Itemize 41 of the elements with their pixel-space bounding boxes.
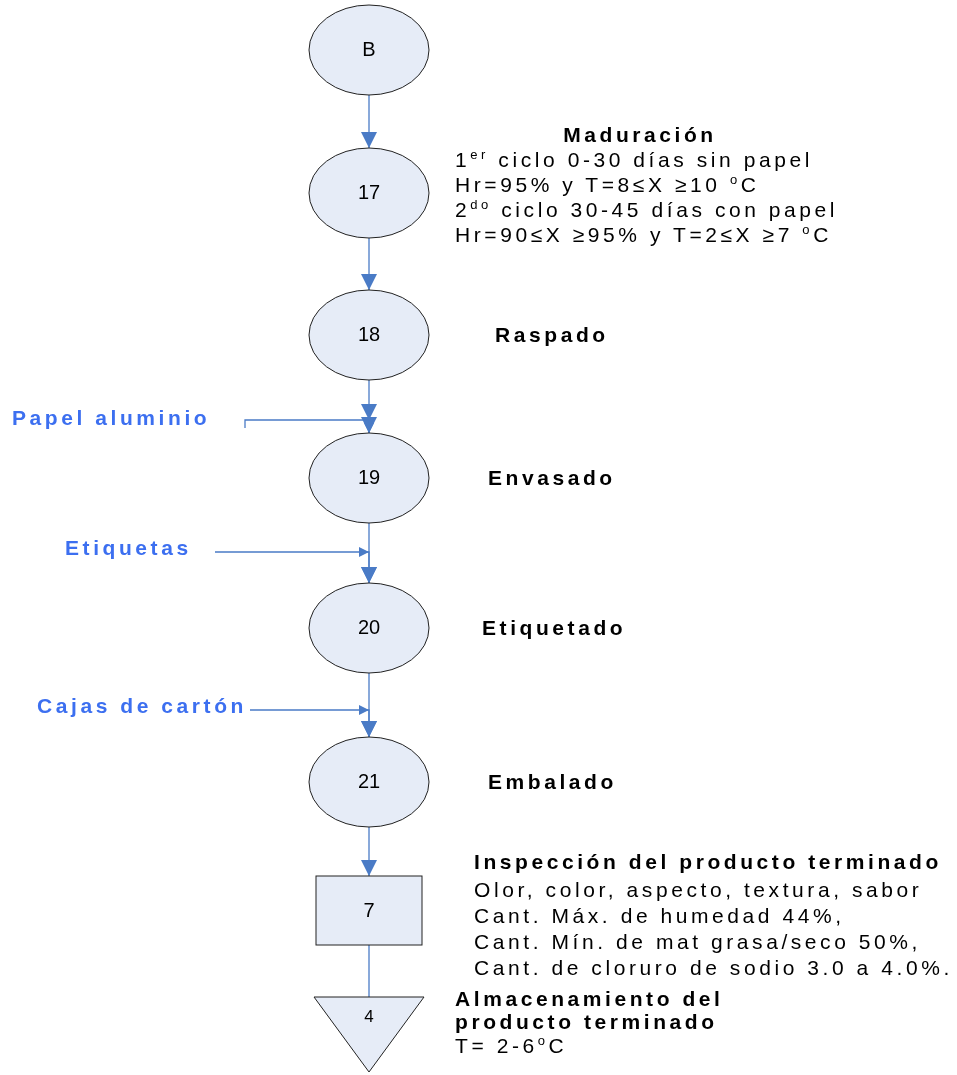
step-note: 1$^{er}$ ciclo 0-30 días sin papel — [455, 147, 814, 172]
step-number: 4 — [363, 1007, 375, 1027]
step-number: 19 — [356, 466, 382, 489]
step-title: Raspado — [495, 322, 609, 347]
input-label: Etiquetas — [65, 536, 215, 564]
operation-circle — [309, 148, 429, 238]
step-title: Almacenamiento del producto terminado — [455, 987, 725, 1033]
step-note: Cant. de cloruro de sodio 3.0 a 4.0%. — [474, 955, 953, 981]
input-label: Papel aluminio — [12, 406, 245, 434]
step-number: 17 — [356, 181, 382, 204]
operation-circle — [309, 737, 429, 827]
inspection-box — [316, 876, 422, 945]
step-note: Olor, color, aspecto, textura, sabor — [474, 877, 924, 903]
operation-circle — [309, 290, 429, 380]
step-number: B — [361, 38, 377, 61]
step-title: Etiquetado — [482, 615, 627, 640]
flow-arrow — [214, 547, 377, 584]
operation-circle — [309, 433, 429, 523]
step-title: Envasado — [488, 465, 616, 490]
flow-arrow — [361, 94, 377, 149]
operation-circle — [309, 583, 429, 673]
step-number: 7 — [362, 898, 376, 922]
operation-circle — [309, 5, 429, 95]
step-note: Hr=90≤X ≥95% y T=2≤X ≥7 $^{o}$C — [455, 222, 833, 247]
step-title: Maduración — [562, 122, 718, 147]
flow-arrow — [361, 237, 377, 291]
flow-arrow — [361, 826, 377, 877]
step-note: 2$^{do}$ ciclo 30-45 días con papel — [455, 197, 839, 222]
flow-arrow — [249, 705, 377, 738]
input-label: Cajas de cartón — [37, 694, 250, 722]
step-title: Inspección del producto terminado — [474, 849, 943, 875]
step-note: Hr=95% y T=8≤X ≥10 $^{o}$C — [455, 172, 761, 197]
storage-triangle — [314, 997, 424, 1072]
step-note: Cant. Mín. de mat grasa/seco 50%, — [474, 929, 922, 955]
step-note: Cant. Máx. de humedad 44%, — [474, 903, 846, 929]
step-title: Embalado — [488, 769, 617, 794]
step-note: T= 2-6$^{o}$C — [455, 1034, 568, 1057]
step-number: 20 — [356, 616, 382, 639]
step-number: 21 — [356, 770, 382, 793]
flow-arrow — [244, 419, 374, 434]
step-number: 18 — [356, 323, 382, 346]
